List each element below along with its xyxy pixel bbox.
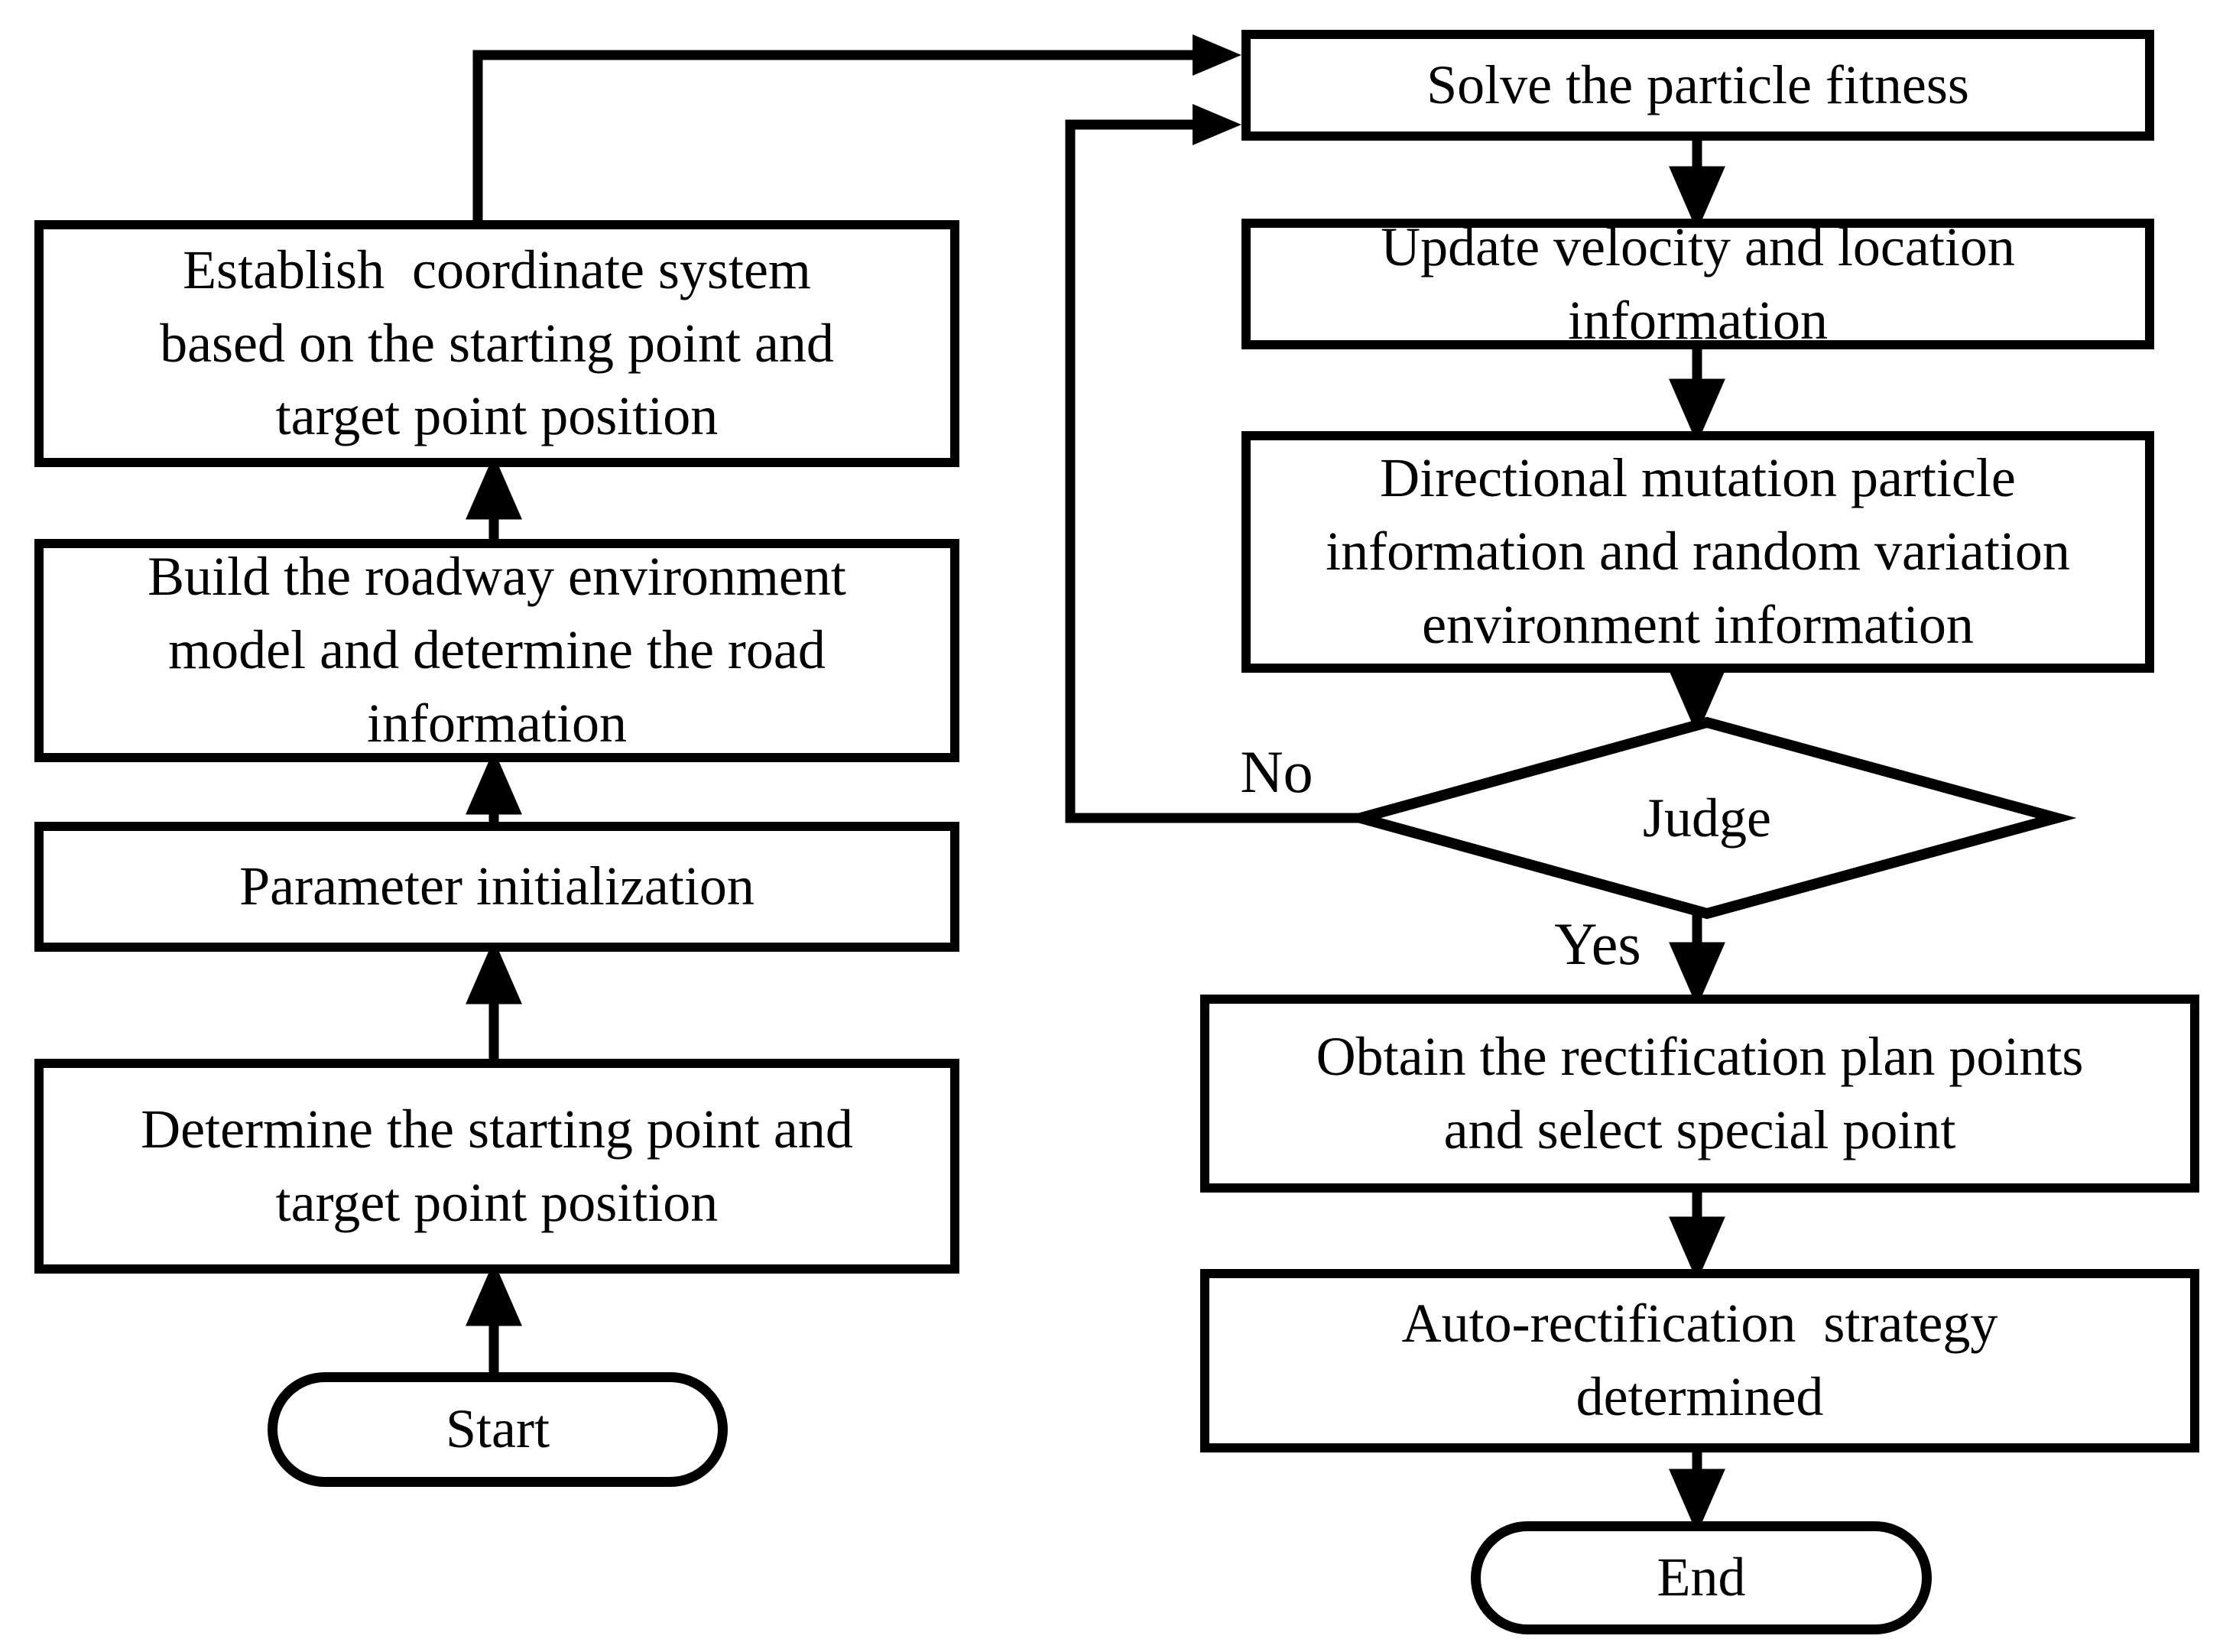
arrowhead-obtain-auto <box>1669 1216 1725 1282</box>
node-establish-coordinate-system: Establish coordinate system based on the… <box>34 220 959 467</box>
node-solve-particle-fitness: Solve the particle fitness <box>1241 30 2154 141</box>
arrowhead-judge-obtain <box>1669 942 1725 1008</box>
arrowhead-no-loop-solve <box>1193 104 1241 145</box>
edge-establish-solve <box>472 50 1195 220</box>
node-label: End <box>1657 1547 1746 1608</box>
arrowhead-establish-solve <box>1193 34 1241 76</box>
arrowhead-auto-end <box>1669 1469 1725 1534</box>
node-label: Start <box>446 1398 550 1460</box>
arrowhead-parameter-build <box>466 749 522 815</box>
arrowhead-solve-update <box>1669 166 1725 232</box>
node-label: Judge <box>1643 787 1771 849</box>
node-label: Auto-rectification strategy determined <box>1401 1293 1998 1427</box>
node-obtain-rectification-plan-points: Obtain the rectification plan points and… <box>1200 995 2199 1193</box>
node-update-velocity-location: Update velocity and location information <box>1241 216 2154 351</box>
arrowhead-determine-parameter <box>466 939 522 1005</box>
node-label: Obtain the rectification plan points and… <box>1316 1025 2084 1160</box>
node-directional-mutation: Directional mutation particle informatio… <box>1241 431 2154 673</box>
node-start-terminator: Start <box>268 1372 728 1487</box>
arrowhead-start-determine <box>466 1261 522 1326</box>
node-label: Determine the starting point and target … <box>141 1098 853 1233</box>
node-determine-start-target-position: Determine the starting point and target … <box>34 1059 959 1274</box>
node-label: Directional mutation particle informatio… <box>1326 447 2070 655</box>
node-build-roadway-model: Build the roadway environment model and … <box>34 539 959 762</box>
node-label: Solve the particle fitness <box>1426 54 1969 115</box>
node-label: Parameter initialization <box>239 855 755 917</box>
branch-label-yes: Yes <box>1554 910 1641 977</box>
node-parameter-initialization: Parameter initialization <box>34 822 959 952</box>
branch-label-no: No <box>1240 738 1313 805</box>
node-label: Build the roadway environment model and … <box>148 546 846 754</box>
arrowhead-directional-judge <box>1669 670 1725 735</box>
node-label: Update velocity and location information <box>1381 216 2015 351</box>
node-label: Establish coordinate system based on the… <box>160 239 834 447</box>
arrowhead-update-directional <box>1669 378 1725 444</box>
node-judge-decision-label: Judge <box>1361 771 2053 865</box>
judge-decision-diamond <box>1340 716 2077 920</box>
edge-judge-no-loop <box>1065 119 1361 823</box>
arrowhead-build-establish <box>466 454 522 520</box>
node-auto-rectification-strategy: Auto-rectification strategy determined <box>1200 1269 2199 1452</box>
node-end-terminator: End <box>1471 1521 1932 1634</box>
